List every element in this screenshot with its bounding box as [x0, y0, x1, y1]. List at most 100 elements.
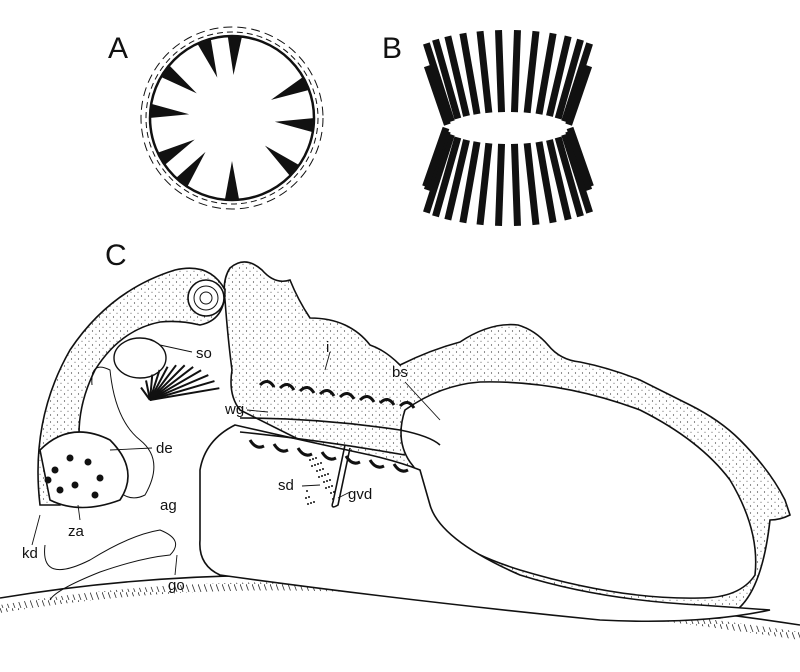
cross-section-wall: [148, 34, 316, 202]
label-bs: bs: [392, 364, 408, 381]
leader-sd: [301, 484, 321, 487]
rod: [476, 142, 493, 226]
rosette-ray: [149, 387, 220, 401]
sd-dot: [319, 469, 321, 471]
middle-dashed-ring: [145, 31, 319, 205]
sd-dot: [313, 501, 315, 503]
za-dot: [71, 481, 79, 489]
sd-dot: [325, 487, 327, 489]
za-dot: [44, 476, 52, 484]
duct-spines-upper: [258, 380, 416, 409]
coil-ring-1: [193, 285, 219, 311]
hook-spine: [368, 459, 385, 469]
sd-dot: [312, 458, 314, 460]
rosette-ray: [149, 364, 186, 401]
sd-dot: [323, 481, 325, 483]
rod: [535, 141, 557, 224]
leader-za: [77, 504, 81, 521]
sd-dot: [315, 457, 317, 459]
gvd-duct: [331, 444, 351, 508]
rod: [561, 133, 593, 214]
rod: [423, 64, 451, 126]
spine: [197, 39, 218, 78]
rosette-ray: [149, 380, 215, 401]
hook-spine: [320, 451, 337, 461]
sd-dot: [321, 475, 323, 477]
panel-b: B: [382, 30, 594, 226]
rod: [444, 35, 470, 117]
sd-dot: [308, 496, 310, 498]
leader-gvd: [337, 491, 351, 499]
outer-dashed-ring: [140, 26, 324, 210]
rod: [495, 143, 506, 226]
hook-spine: [272, 443, 289, 453]
hook-spine: [344, 455, 361, 465]
leader-de: [109, 447, 153, 451]
sd-dot: [307, 503, 309, 505]
spine: [225, 161, 239, 199]
accessory-gland-loop: [91, 366, 155, 499]
leader-kd: [31, 514, 41, 546]
label-so: so: [196, 345, 212, 362]
rod: [565, 130, 593, 192]
rod: [523, 30, 540, 114]
label-i: i: [326, 339, 329, 356]
spine: [227, 36, 242, 76]
rod: [459, 32, 481, 115]
label-sd: sd: [278, 477, 294, 494]
leader-i: [324, 351, 331, 371]
rod: [546, 35, 572, 117]
sd-dot: [305, 497, 307, 499]
rod: [423, 42, 455, 123]
lower-tube: [199, 424, 771, 623]
sd-dot: [316, 470, 318, 472]
rosette-cap: [113, 337, 167, 379]
rosette-ray: [140, 386, 151, 401]
label-za: za: [68, 523, 85, 540]
spine: [161, 65, 197, 94]
accessory-gland-tube: [44, 529, 177, 601]
sd-dot: [326, 480, 328, 482]
sd-dots: [304, 454, 335, 505]
za-dot: [91, 491, 99, 499]
sd-dot: [332, 498, 334, 500]
za-dot: [96, 474, 104, 482]
hook-spine: [378, 398, 396, 406]
hook-spine: [392, 463, 409, 473]
rod: [444, 139, 470, 221]
rod: [432, 38, 462, 120]
label-ag: ag: [160, 497, 177, 514]
rod: [510, 30, 521, 113]
sd-dot: [317, 463, 319, 465]
hook-spine: [258, 380, 276, 388]
spine: [176, 151, 206, 187]
rod: [554, 136, 584, 218]
hook-spine: [398, 401, 416, 409]
hook-spine: [358, 395, 376, 403]
duct-lower: [239, 431, 406, 456]
za-dots: [44, 454, 104, 499]
sd-dot: [331, 485, 333, 487]
sd-dot: [306, 490, 308, 492]
sd-dot: [304, 454, 306, 456]
sd-dot: [311, 465, 313, 467]
rosette-organ: [113, 337, 220, 401]
sd-dot: [333, 491, 335, 493]
rod: [565, 64, 593, 126]
panel-c-letter: C: [105, 239, 127, 272]
za-dot: [84, 458, 92, 466]
duct-upper: [239, 417, 441, 446]
rod: [422, 126, 450, 188]
rod: [535, 32, 557, 115]
spine: [270, 77, 309, 100]
duct-spines-lower: [248, 439, 409, 473]
rosette-ray: [149, 374, 209, 401]
sd-dot: [330, 492, 332, 494]
leader-wg: [246, 409, 269, 413]
rod: [546, 139, 572, 221]
radial-spines: [150, 36, 314, 199]
hook-spine: [338, 392, 356, 400]
panel-a-letter: A: [108, 32, 128, 65]
sd-dot: [322, 468, 324, 470]
